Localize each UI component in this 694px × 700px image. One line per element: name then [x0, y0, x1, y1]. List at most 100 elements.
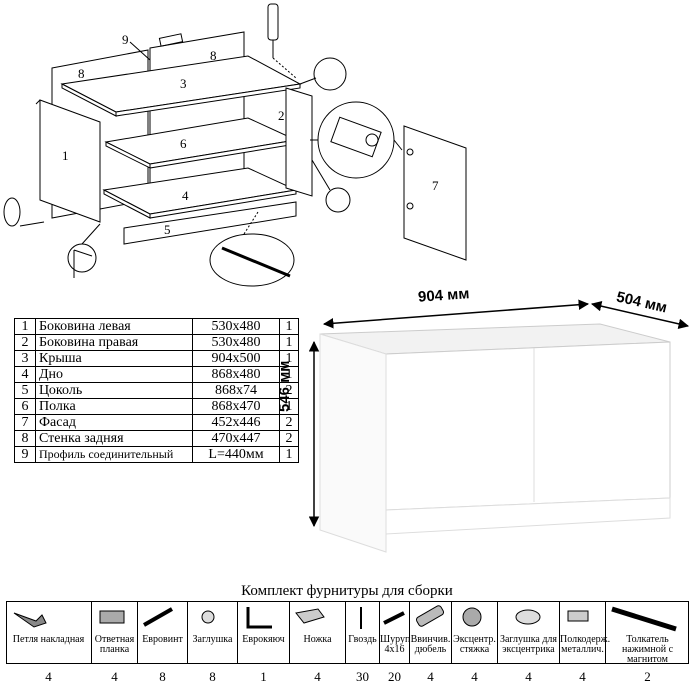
plinth-panel: [123, 201, 297, 245]
parts-cell-name: Дно: [35, 366, 193, 383]
parts-cell-name: Боковина правая: [35, 334, 193, 351]
kit-item-qty: 20: [388, 669, 401, 684]
parts-cell-name: Боковина левая: [35, 318, 193, 335]
parts-cell-qty: 1: [279, 398, 299, 415]
kit-item-qty: 30: [356, 669, 369, 684]
assembled-cabinet-drawing: [308, 299, 690, 553]
kit-item-label: Ответная планка: [94, 634, 135, 655]
parts-cell-no: 2: [14, 334, 36, 351]
kit-item-label: Ввинчив. дюбель: [410, 634, 451, 655]
kit-item-label: Заглушка: [192, 634, 233, 645]
parts-cell-name: Цоколь: [35, 382, 193, 399]
kit-item: Заглушка 8: [188, 601, 238, 684]
kit-item: Гвоздь 30: [346, 601, 380, 684]
part-label-6: 6: [180, 136, 187, 151]
parts-cell-name: Стенка задняя: [35, 430, 193, 447]
kit-item: Ввинчив. дюбель 4: [410, 601, 452, 684]
kit-item-qty: 1: [260, 669, 267, 684]
parts-cell-no: 8: [14, 430, 36, 447]
kit-item-qty: 4: [579, 669, 586, 684]
kit-item-qty: 4: [45, 669, 52, 684]
kit-item: Полкодерж. металлич. 4: [560, 601, 611, 684]
parts-cell-no: 6: [14, 398, 36, 415]
parts-cell-size: 868x470: [192, 398, 280, 415]
parts-cell-name: Фасад: [35, 414, 193, 431]
kit-item-qty: 4: [314, 669, 321, 684]
parts-cell-no: 7: [14, 414, 36, 431]
kit-item-qty: 4: [427, 669, 434, 684]
kit-item-label: Ножка: [303, 634, 332, 645]
parts-cell-size: 530x480: [192, 318, 280, 335]
detail-circle-hinge: [317, 101, 395, 179]
detail-circle-cam: [313, 57, 347, 91]
part-label-1: 1: [62, 148, 69, 163]
part-label-8b: 8: [210, 48, 217, 63]
part-label-8a: 8: [78, 66, 85, 81]
kit-item-label: Петля накладная: [12, 634, 85, 645]
kit-item-qty: 4: [111, 669, 118, 684]
kit-item: Петля накладная 4: [6, 601, 92, 684]
side-panel-left: [39, 99, 101, 223]
kit-item: Шуруп 4x16 20: [380, 601, 411, 684]
push-latch-icon: [611, 606, 677, 632]
dowel-icon: [415, 605, 445, 627]
kit-item-label: Эксцентр. стяжка: [453, 634, 496, 655]
parts-cell-size: L=440мм: [192, 446, 280, 463]
side-panel-right: [285, 87, 313, 197]
hex-key-icon: [246, 607, 272, 629]
parts-cell-qty: 1: [279, 366, 299, 383]
hinge-icon: [13, 612, 47, 628]
part-label-4: 4: [182, 188, 189, 203]
parts-cell-name: Полка: [35, 398, 193, 415]
kit-item: Евровинт 8: [138, 601, 188, 684]
parts-cell-no: 1: [14, 318, 36, 335]
part-label-5: 5: [164, 222, 171, 237]
mounting-plate-icon: [99, 610, 125, 624]
parts-cell-size: 470x447: [192, 430, 280, 447]
kit-item-label: Евровинт: [142, 634, 183, 645]
kit-item: Ножка 4: [290, 601, 346, 684]
foot-icon: [295, 608, 325, 624]
kit-item-label: Заглушка для эксцентрика: [499, 634, 558, 655]
parts-cell-qty: 1: [279, 318, 299, 335]
parts-cell-qty: 2: [279, 430, 299, 447]
cam-lock-icon: [462, 607, 482, 627]
nail-icon: [360, 607, 362, 629]
kit-item-label: Полкодерж. металлич.: [560, 634, 611, 655]
parts-cell-no: 5: [14, 382, 36, 399]
parts-cell-qty: 1: [279, 334, 299, 351]
detail-circle-dowel: [325, 187, 351, 213]
euro-screw-icon: [143, 607, 173, 627]
cam-cap-icon: [515, 609, 541, 625]
kit-item-qty: 4: [525, 669, 532, 684]
hardware-kit-table: Петля накладная 4 Ответная планка 4 Евровинт…: [6, 601, 689, 697]
kit-item: Заглушка для эксцентрика 4: [498, 601, 560, 684]
parts-cell-size: 530x480: [192, 334, 280, 351]
kit-item-qty: 8: [209, 669, 216, 684]
parts-cell-no: 4: [14, 366, 36, 383]
parts-cell-no: 9: [14, 446, 36, 463]
kit-title: Комплект фурнитуры для сборки: [241, 583, 453, 599]
part-number-labels: 1 2 3 4 5 6 7 8 8 9: [62, 32, 439, 237]
kit-item-qty: 8: [159, 669, 166, 684]
dimension-width: 904 мм: [417, 285, 470, 306]
parts-cell-name: Крыша: [35, 350, 193, 367]
shelf-pin-icon: [567, 610, 589, 622]
kit-item-label: Шуруп 4x16: [380, 634, 411, 655]
part-label-2: 2: [278, 108, 285, 123]
kit-item-label: Гвоздь: [348, 634, 377, 645]
parts-cell-qty: 2: [279, 414, 299, 431]
part-label-3: 3: [180, 76, 187, 91]
